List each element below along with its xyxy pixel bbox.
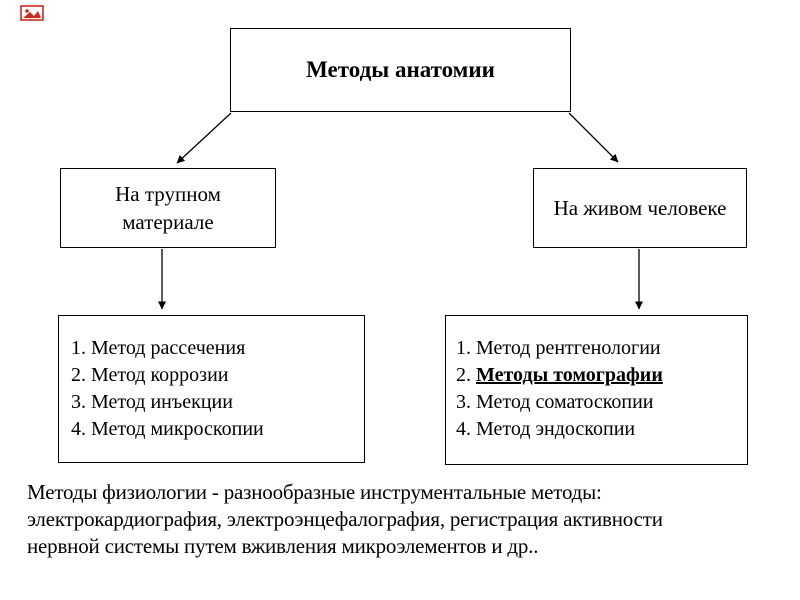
method-list: 1. Метод рентгенологии 2. Методы томогра… [456, 335, 741, 443]
list-item: 4. Метод эндоскопии [456, 416, 741, 443]
physiology-note: Методы физиологии - разнообразные инстру… [27, 479, 772, 560]
note-line: электрокардиография, электроэнцефалограф… [27, 507, 663, 531]
method-list: 1. Метод рассечения 2. Метод коррозии 3.… [71, 335, 356, 443]
branch-living-label: На живом человеке [553, 196, 727, 220]
item-text: Метод рентгенологии [476, 337, 661, 359]
method-list-cadaver: 1. Метод рассечения 2. Метод коррозии 3.… [58, 315, 365, 463]
note-line: Методы физиологии - разнообразные инстру… [27, 480, 602, 504]
branch-box-living: На живом человеке [533, 168, 747, 248]
item-number: 2. [456, 364, 476, 386]
arrow-title-to-cadaver [176, 112, 232, 164]
page-title: Методы анатомии [306, 57, 495, 82]
list-item: 4. Метод микроскопии [71, 418, 264, 440]
item-text: Метод соматоскопии [476, 391, 654, 413]
arrow-title-to-living [568, 112, 619, 163]
note-line: нервной системы путем вживления микроэле… [27, 534, 539, 558]
list-item: 2. Методы томографии [456, 362, 741, 389]
item-text: Метод эндоскопии [476, 418, 636, 440]
item-number: 1. [456, 337, 476, 359]
list-item: 1. Метод рентгенологии [456, 335, 741, 362]
method-list-living: 1. Метод рентгенологии 2. Методы томогра… [445, 315, 748, 465]
title-box: Методы анатомии [230, 28, 571, 112]
item-text-emphasized: Методы томографии [476, 364, 663, 386]
list-item: 3. Метод инъекции [71, 391, 233, 413]
broken-image-icon [20, 5, 44, 26]
list-item: 1. Метод рассечения [71, 337, 246, 359]
item-number: 3. [456, 391, 476, 413]
branch-box-cadaver: На трупном материале [60, 168, 276, 248]
list-item: 2. Метод коррозии [71, 364, 229, 386]
item-number: 4. [456, 418, 476, 440]
branch-cadaver-line2: материале [122, 210, 214, 234]
branch-cadaver-line1: На трупном [115, 182, 221, 206]
list-item: 3. Метод соматоскопии [456, 389, 741, 416]
